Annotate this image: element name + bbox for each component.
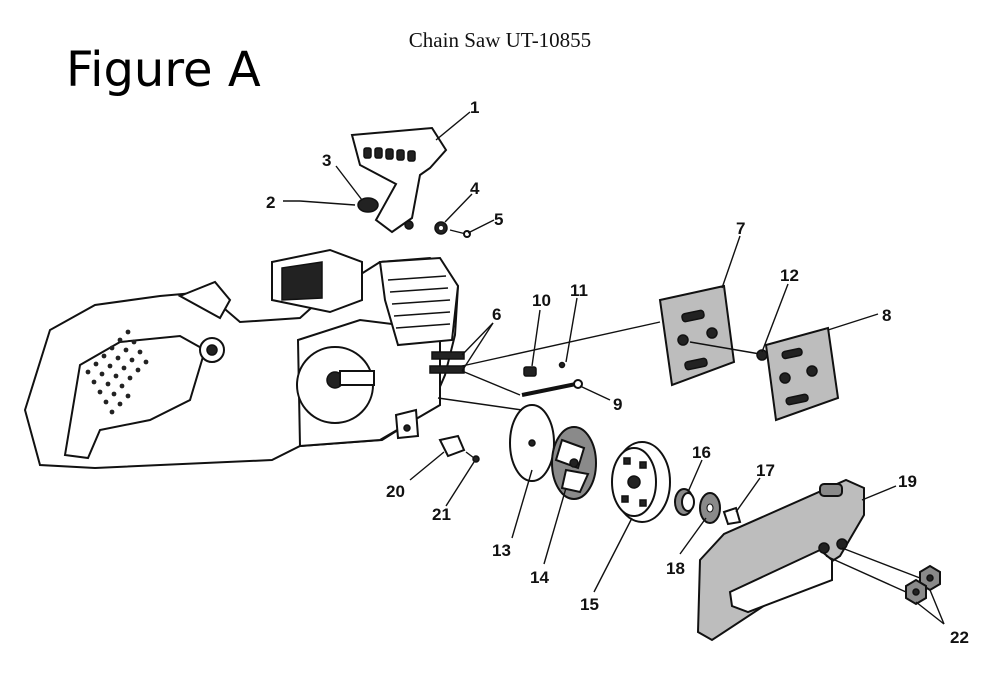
callout-14: 14 xyxy=(530,568,549,587)
callout-12: 12 xyxy=(780,266,799,285)
part-drum-washer xyxy=(699,492,721,524)
part-oil-pump-screw xyxy=(465,451,480,463)
part-outer-plate xyxy=(764,326,840,422)
callout-4: 4 xyxy=(470,179,480,198)
callout-21: 21 xyxy=(432,505,451,524)
part-bearing xyxy=(674,488,695,516)
part-clutch-disc xyxy=(509,404,555,482)
callout-8: 8 xyxy=(882,306,891,325)
callout-10: 10 xyxy=(532,291,551,310)
callout-18: 18 xyxy=(666,559,685,578)
page-title: Chain Saw UT-10855 xyxy=(408,28,592,52)
callout-13: 13 xyxy=(492,541,511,560)
part-oil-pump xyxy=(438,434,466,458)
part-sprocket-cover xyxy=(696,478,865,642)
part-inner-plate xyxy=(658,284,736,387)
figure-label: Figure A xyxy=(66,42,261,98)
engine-housing xyxy=(23,248,465,470)
callout-6: 6 xyxy=(492,305,501,324)
callout-15: 15 xyxy=(580,595,599,614)
callout-11: 11 xyxy=(570,281,588,300)
callout-16: 16 xyxy=(692,443,711,462)
callout-labels: 1 2 3 4 5 6 7 8 9 10 11 12 13 14 15 16 1… xyxy=(266,98,969,647)
callout-9: 9 xyxy=(613,395,622,414)
part-screw xyxy=(449,229,471,238)
part-clutch xyxy=(551,426,597,500)
callout-2: 2 xyxy=(266,193,275,212)
part-spring xyxy=(357,197,379,213)
leader-lines xyxy=(283,111,945,625)
part-adjuster xyxy=(523,366,537,377)
callout-3: 3 xyxy=(322,151,331,170)
part-washer xyxy=(434,221,448,235)
part-clutch-drum xyxy=(611,441,671,523)
part-pin xyxy=(299,200,356,206)
part-adjuster-screw xyxy=(558,361,566,369)
callout-17: 17 xyxy=(756,461,775,480)
callout-5: 5 xyxy=(494,210,503,229)
callout-7: 7 xyxy=(736,219,745,238)
callout-1: 1 xyxy=(470,98,479,117)
part-hand-guard xyxy=(350,126,448,234)
part-bar-nuts xyxy=(905,564,941,606)
callout-19: 19 xyxy=(898,472,917,491)
part-plate-bolt xyxy=(689,341,768,361)
callout-22: 22 xyxy=(950,628,969,647)
callout-20: 20 xyxy=(386,482,405,501)
part-tensioner-rod xyxy=(521,379,583,397)
